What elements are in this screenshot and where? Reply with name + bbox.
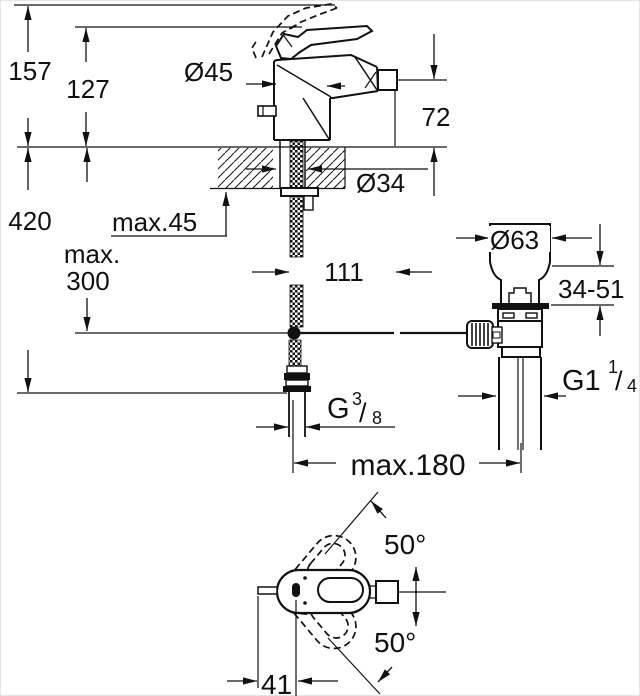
thread-g114-slash: / [615,366,623,396]
popup-knob-front [257,105,277,117]
hose-nut-band1 [284,373,310,380]
aerator [377,69,398,91]
dim-157-label: 157 [8,56,51,86]
drain-assembly [466,223,551,450]
handle-solid [274,24,374,61]
hose-nut-mid [285,379,309,387]
plan-popup-stub [257,586,278,595]
dimension-72: 72 [422,34,451,196]
faucet-body [257,53,398,141]
dim-max300-label-1: max. [64,239,120,269]
braided-hose-lower [288,339,302,369]
dimension-dia34: Ø34 [246,165,428,198]
handle-raised-dashed [251,3,338,59]
dim-max45-label: max.45 [112,207,197,237]
swing-angle-lower: 50° [327,590,420,695]
front-view [14,3,467,437]
thread-g114-letter: G1 [562,365,601,397]
dimension-dia45: Ø45 [184,57,345,90]
braided-hose-mid [289,284,304,328]
dim-420-label: 420 [8,206,51,236]
mounting-stud [303,195,314,211]
reference-lines [14,4,447,394]
dimension-111: 111 [252,257,432,287]
drain-body-lower [497,320,543,348]
dim-dia63-label: Ø63 [490,225,539,255]
mounting-washer [280,187,319,197]
plan-spout-end [375,580,399,604]
dim-dia34-label: Ø34 [356,168,405,198]
top-view: 50° 50° 41 [227,491,446,696]
deck-hatch-left [218,148,273,188]
drain-step [501,346,541,358]
dim-72-label: 72 [422,102,451,132]
dimension-127: 127 [66,28,110,146]
plan-popup-hole [292,583,300,597]
dimension-max45: max.45 [111,192,230,237]
deck-hatch-right [306,148,345,188]
dimension-dia63: Ø63 [456,225,592,255]
thread-g38-slash: / [359,398,367,428]
dim-max180-label: max.180 [350,449,465,482]
dim-dia45-label: Ø45 [184,57,233,87]
dim-111-label: 111 [324,257,364,287]
thread-g114-denominator: 4 [627,376,637,396]
plan-handle-loop-hole [317,577,364,603]
dimension-420: 420 [8,148,52,392]
dimension-max180: max.180 [292,400,522,482]
mounting-deck [218,148,345,188]
braided-hose-upper [289,140,304,258]
dimension-max300: max. 300 [64,148,120,331]
dimension-157: 157 [8,6,52,146]
dim-41-label: 41 [261,669,292,696]
thread-g38-letter: G [327,393,350,425]
drain-flange [492,303,549,309]
hose-nut-top [286,365,308,374]
thread-g38-denominator: 8 [372,408,382,428]
dimension-g114: G1 1 / 4 [458,357,637,400]
thread-g114-numerator: 1 [608,357,618,377]
dim-34-51-label: 34-51 [558,274,625,304]
dimension-41: 41 [227,596,338,696]
dim-max300-label-2: 300 [66,266,109,296]
dimension-34-51: 34-51 [551,224,625,336]
popup-rod-joint [287,326,301,340]
thread-g38-numerator: 3 [352,389,362,409]
dim-127-label: 127 [66,74,109,104]
angle-lower-label: 50° [374,627,416,658]
swing-angle-upper: 50° [324,491,426,594]
hose-nut-band2 [283,386,311,392]
dimension-g38: G 3 / 8 [256,389,395,431]
angle-upper-label: 50° [384,529,426,560]
supply-hose-assembly [279,140,467,437]
